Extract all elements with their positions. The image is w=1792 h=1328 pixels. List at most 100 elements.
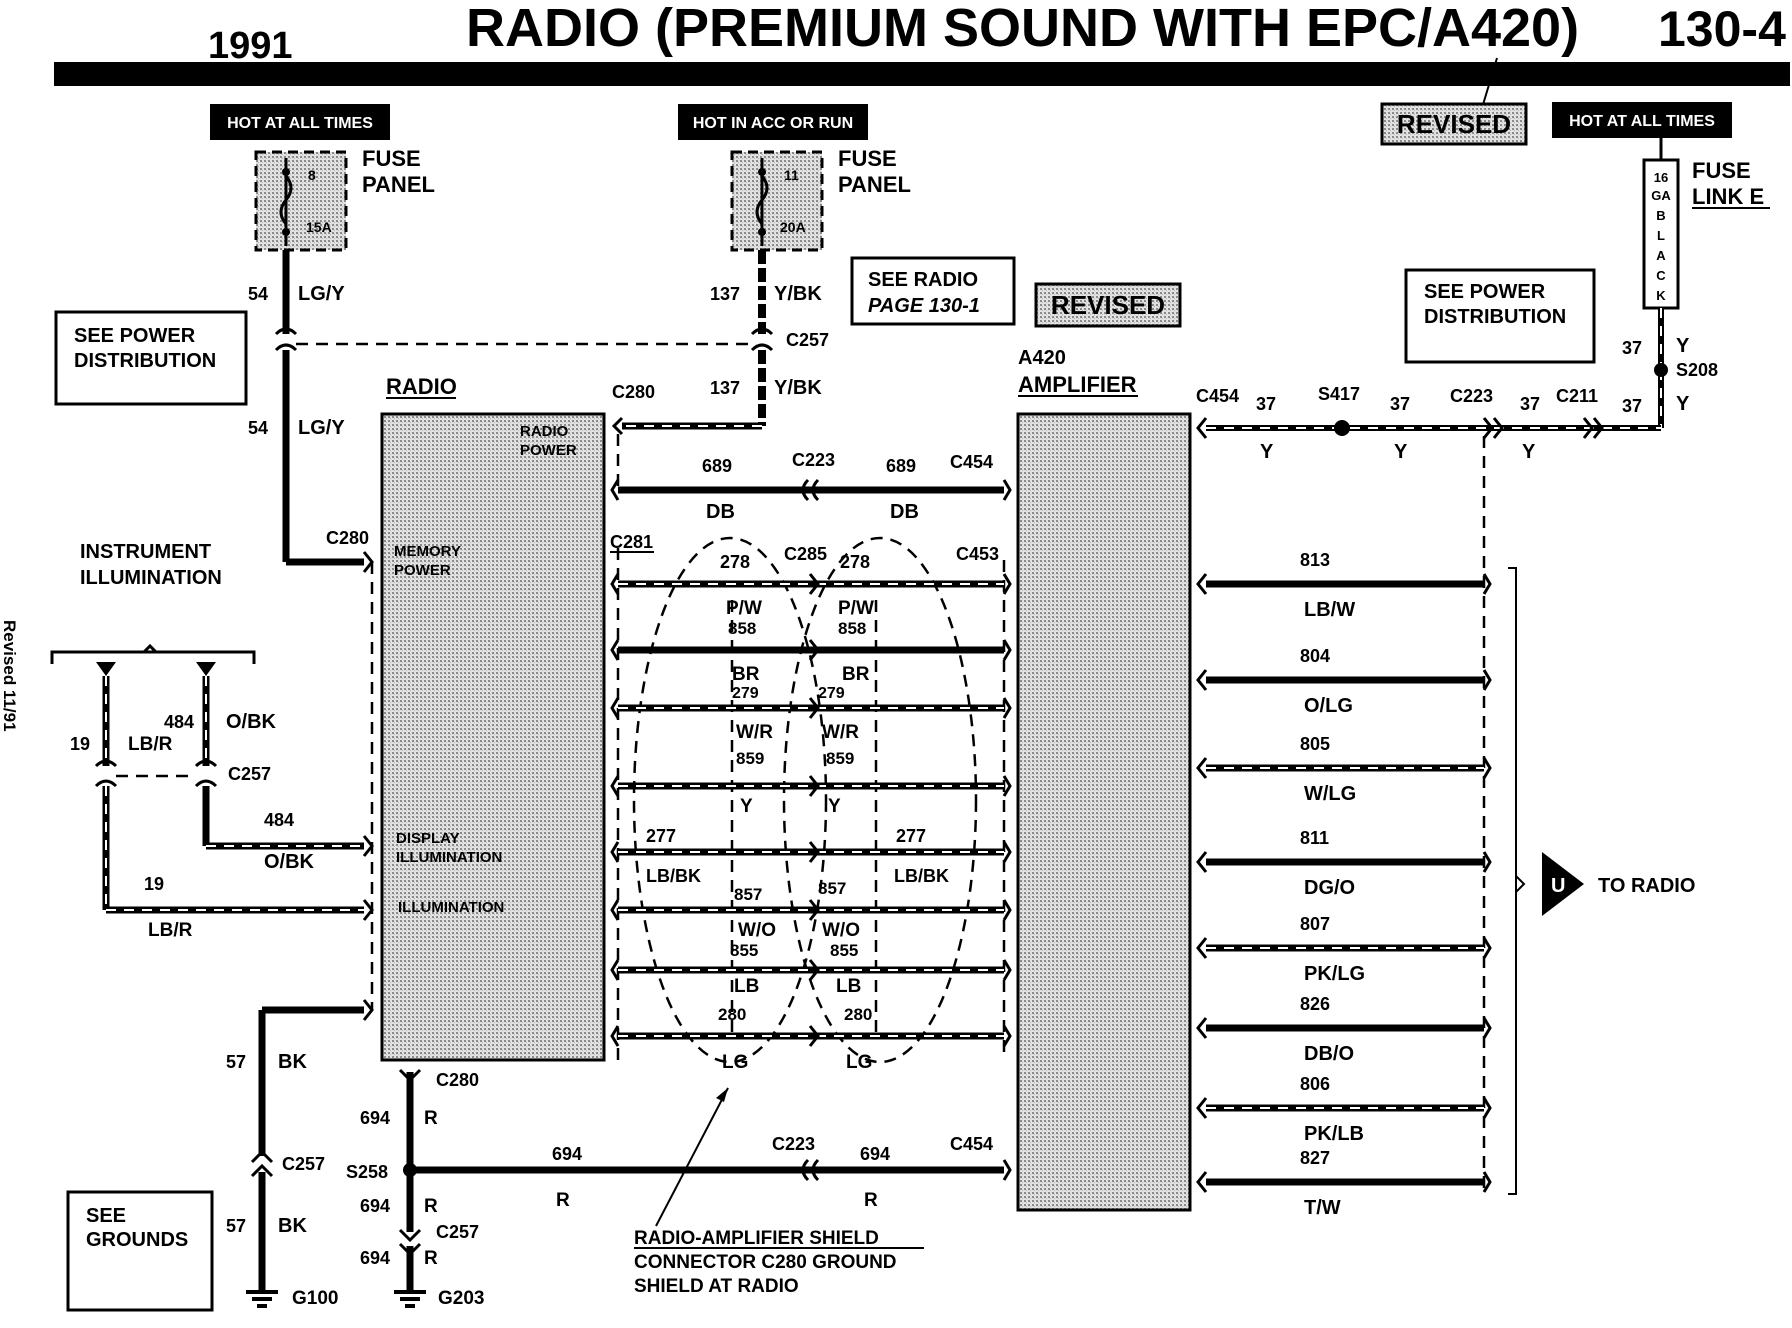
- wo-a: W/O: [738, 920, 776, 941]
- hot-acc-run-badge: [678, 104, 868, 140]
- wire-19-num-b: 19: [144, 874, 164, 894]
- splice-s258: [403, 1163, 417, 1177]
- speaker-wire-color: DB/O: [1304, 1043, 1354, 1065]
- speaker-wire-color: DG/O: [1304, 877, 1355, 899]
- shield-note-2: CONNECTOR C280 GROUND: [634, 1252, 897, 1273]
- bundle-wire[interactable]: [610, 1025, 1012, 1047]
- wire-694-r[interactable]: [398, 1068, 1012, 1290]
- fuse-11: 11 20A: [730, 150, 824, 252]
- instr-bracket: [50, 650, 256, 664]
- wire-57-num-b: 57: [226, 1216, 246, 1236]
- wire-689-num-a: 689: [702, 456, 732, 476]
- c223-top: C223: [1450, 386, 1493, 406]
- fuse-1-number: 8: [308, 167, 316, 183]
- illumination-label: ILLUMINATION: [398, 899, 504, 916]
- speaker-wire-number: 813: [1300, 550, 1330, 570]
- c280-bottom: C280: [436, 1070, 479, 1090]
- to-radio-arrow-icon[interactable]: [1542, 852, 1584, 916]
- c257-top: C257: [786, 330, 829, 350]
- shield-ellipse-left: [632, 536, 828, 1064]
- ground-g100-symbol: [246, 1290, 278, 1308]
- see-radio-box[interactable]: [850, 256, 1016, 326]
- bundle-wire[interactable]: [610, 959, 1012, 981]
- radio-module[interactable]: [380, 412, 606, 1062]
- revised-badge-amp: [1034, 282, 1182, 328]
- a420-amplifier[interactable]: [1016, 412, 1192, 1212]
- y-bundle-b: Y: [828, 796, 841, 817]
- speaker-wire-number: 806: [1300, 1074, 1330, 1094]
- amp-title-line1: A420: [1018, 347, 1066, 369]
- w858-a: 858: [728, 619, 756, 638]
- c280-left-upper: C280: [326, 528, 369, 548]
- wire-137-color-b: Y/BK: [774, 377, 822, 399]
- bundle-wire[interactable]: [610, 775, 1012, 797]
- fuse-link-line2: LINK E: [1692, 184, 1764, 209]
- year-label: 1991: [208, 25, 293, 67]
- wire-37-y[interactable]: [1196, 308, 1664, 439]
- bundle-wire[interactable]: [610, 899, 1012, 921]
- shield-ellipse-right: [782, 536, 978, 1064]
- speaker-wire-color: PK/LB: [1304, 1123, 1364, 1145]
- wire-57-bk[interactable]: [250, 999, 374, 1290]
- bundle-wire[interactable]: [610, 841, 1012, 863]
- speaker-wire-number: 827: [1300, 1148, 1330, 1168]
- wire-694-color-a: R: [424, 1108, 438, 1129]
- speaker-wire-color: PK/LG: [1304, 963, 1365, 985]
- wire-19-lbr[interactable]: [94, 676, 364, 914]
- wire-19-num-a: 19: [70, 734, 90, 754]
- wire-54-lgy[interactable]: [274, 250, 364, 566]
- br-b: BR: [842, 664, 870, 685]
- svg-text:C: C: [1656, 268, 1666, 283]
- shielded-wire-bundle[interactable]: [610, 573, 1012, 1047]
- svg-text:K: K: [1656, 288, 1666, 303]
- hot-all-times-label-1: HOT AT ALL TIMES: [227, 115, 373, 132]
- c280-top: C280: [612, 382, 655, 402]
- fuse-panel-2-line1: FUSE: [838, 146, 897, 171]
- see-power-distribution-box-1[interactable]: [54, 310, 248, 406]
- bundle-wire[interactable]: [610, 639, 1012, 661]
- bundle-wire[interactable]: [610, 697, 1012, 719]
- speaker-wire-number: 807: [1300, 914, 1330, 934]
- see-grounds-box[interactable]: [66, 1190, 214, 1312]
- fuse-link-line1: FUSE: [1692, 158, 1751, 183]
- w277-b: 277: [896, 826, 926, 846]
- shield-note-1: RADIO-AMPLIFIER SHIELD: [634, 1228, 879, 1249]
- g203-label: G203: [438, 1288, 484, 1309]
- to-radio-label[interactable]: TO RADIO: [1598, 875, 1695, 897]
- w277-a: 277: [646, 826, 676, 846]
- wire-689-db[interactable]: [610, 478, 1012, 502]
- bundle-wire[interactable]: [610, 573, 1012, 595]
- shield-note-3: SHIELD AT RADIO: [634, 1276, 799, 1297]
- br-a: BR: [732, 664, 760, 685]
- wire-54-color-a: LG/Y: [298, 283, 345, 305]
- lb-b: LB: [836, 976, 861, 997]
- c453: C453: [956, 544, 999, 564]
- w857-a: 857: [734, 885, 762, 904]
- speaker-bracket: [1508, 567, 1517, 1195]
- wire-484-obk[interactable]: [194, 676, 364, 850]
- c257-left: C257: [228, 764, 271, 784]
- w278-b: 278: [840, 552, 870, 572]
- see-power-distribution-box-2[interactable]: [1404, 268, 1596, 364]
- wire-694-num-e: 694: [360, 1248, 390, 1268]
- svg-text:16: 16: [1654, 170, 1668, 185]
- wire-137-ybk[interactable]: [622, 250, 774, 430]
- wire-57-color-b: BK: [278, 1215, 307, 1237]
- fuse-2-number: 11: [784, 167, 799, 183]
- speaker-wire-number: 804: [1300, 646, 1330, 666]
- speaker-wire-number: 805: [1300, 734, 1330, 754]
- lb-a: LB: [734, 976, 759, 997]
- speaker-wire-color: T/W: [1304, 1197, 1341, 1219]
- page-number: 130-4: [1658, 1, 1786, 57]
- wire-484-num-b: 484: [264, 810, 294, 830]
